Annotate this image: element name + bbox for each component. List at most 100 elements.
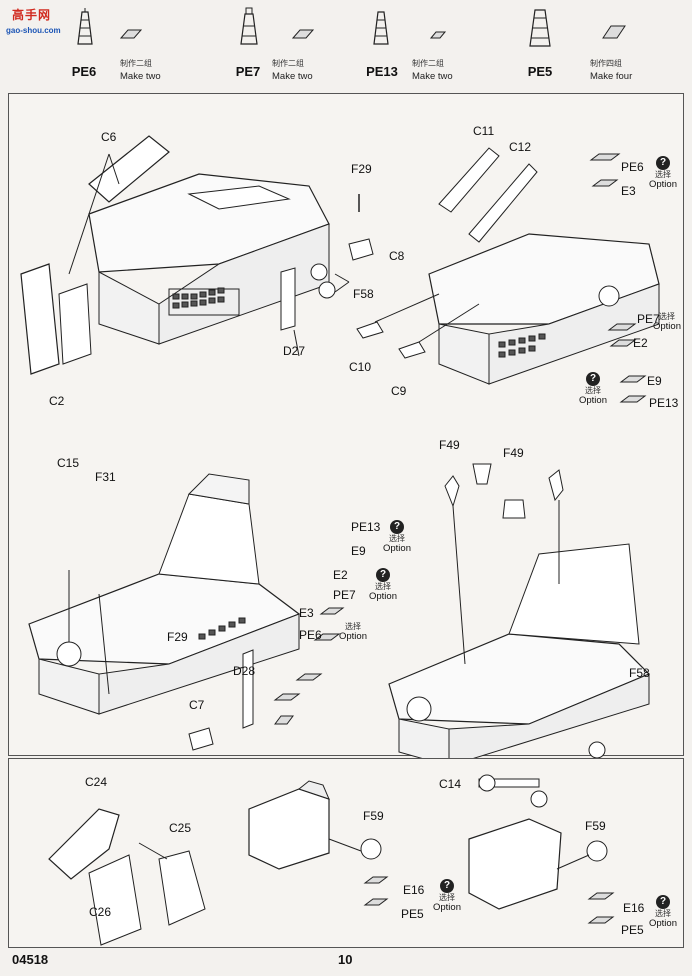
part-pe13: PE13	[362, 6, 482, 86]
option-callout-pe6-c: 选择 Option	[329, 622, 377, 642]
label-f58-d: F58	[629, 666, 650, 680]
option-en: Option	[649, 918, 677, 929]
label-c12: C12	[509, 140, 532, 154]
option-en: Option	[433, 902, 461, 913]
part-code: PE13	[366, 64, 398, 79]
part-code: PE7	[235, 64, 261, 79]
label-e3-b: E3	[621, 184, 636, 198]
option-en: Option	[383, 543, 411, 554]
part-en: Make four	[590, 71, 633, 82]
label-d28: D28	[233, 664, 256, 678]
pe6-tower-icon	[77, 8, 93, 45]
label-c8: C8	[389, 249, 405, 263]
option-cn: 选择	[389, 534, 405, 543]
question-icon: ?	[656, 156, 670, 170]
step-a-bridge-drawing	[20, 135, 374, 375]
label-c11: C11	[473, 124, 495, 138]
option-callout-pe7-b: 选择 Option	[643, 312, 691, 332]
label-f49-a: F49	[439, 438, 460, 452]
part-code: PE5	[527, 64, 553, 79]
option-cn: 选择	[659, 312, 675, 321]
label-e2-c: E2	[333, 568, 348, 582]
label-c15: C15	[57, 456, 80, 470]
step-b-bridge-drawing	[356, 147, 660, 403]
label-e3-c: E3	[299, 606, 314, 620]
label-c25: C25	[169, 821, 192, 835]
label-c10: C10	[349, 360, 372, 374]
option-cn: 选择	[655, 170, 671, 179]
label-pe13-c: PE13	[351, 520, 381, 534]
label-c6: C6	[101, 130, 117, 144]
part-pe13-instruction: 制作二组 Make two	[412, 6, 472, 86]
label-pe5-a: PE5	[401, 907, 424, 921]
label-e16-b: E16	[623, 901, 645, 915]
option-cn: 选择	[439, 893, 455, 902]
option-en: Option	[369, 591, 397, 602]
option-callout-pe6-b: ? 选择 Option	[639, 156, 687, 190]
pe13-plate-icon	[429, 31, 447, 39]
part-code: PE6	[71, 64, 97, 79]
label-pe13-b: PE13	[649, 396, 679, 410]
watermark-title: 高手网	[12, 8, 52, 22]
part-pe6-instruction: 制作二组 Make two	[119, 6, 180, 86]
pe6-plate-icon	[119, 29, 143, 39]
header-parts-row: PE6 制作二组 Make two PE7 制作二组 Make two PE13	[0, 0, 692, 90]
label-c2: C2	[49, 394, 65, 408]
label-d27: D27	[283, 344, 306, 358]
pe5-tower-icon	[529, 9, 551, 47]
label-f59-a: F59	[363, 809, 384, 823]
option-cn: 选择	[345, 622, 361, 631]
part-en: Make two	[412, 71, 453, 82]
label-f31: F31	[95, 470, 116, 484]
assembly-panel-main: C6 C2 F29 C8 F58 D27 C11 C12 PE6 E3	[8, 93, 687, 783]
part-pe7: PE7	[228, 6, 348, 86]
label-c9: C9	[391, 384, 407, 398]
question-icon: ?	[390, 520, 404, 534]
pe7-tower-icon	[240, 7, 258, 45]
label-pe5-b: PE5	[621, 923, 644, 937]
part-pe5: PE5	[518, 6, 638, 86]
part-en: Make two	[272, 71, 313, 82]
assembly-panel-bottom: C24 C25 C26 F59 E16 ? 选择 Option PE5 C14 …	[8, 758, 684, 948]
watermark-logo: 高手网 gao-shou.com	[4, 6, 70, 36]
part-cn: 制作二组	[120, 59, 152, 68]
label-f29-c: F29	[167, 630, 188, 644]
label-pe6-b: PE6	[621, 160, 644, 174]
label-c14: C14	[439, 777, 462, 791]
option-en: Option	[579, 395, 607, 406]
step-d-superstructure-drawing	[388, 463, 651, 783]
label-c7: C7	[189, 698, 205, 712]
label-f49-b: F49	[503, 446, 524, 460]
label-e16-a: E16	[403, 883, 425, 897]
option-en: Option	[339, 631, 367, 642]
part-cn: 制作二组	[412, 59, 444, 68]
option-callout-pe7-c: ? 选择 Option	[359, 568, 407, 602]
part-pe5-instruction: 制作四组 Make four	[590, 6, 670, 86]
part-pe6: PE6	[64, 6, 184, 86]
option-callout-e9-c: ? 选择 Option	[373, 520, 421, 554]
step-e-mast-drawing	[48, 774, 615, 946]
part-cn: 制作四组	[590, 59, 622, 68]
label-pe7-c: PE7	[333, 588, 356, 602]
part-en: Make two	[120, 71, 161, 82]
label-e9-b: E9	[647, 374, 662, 388]
label-f59-b: F59	[585, 819, 606, 833]
option-en: Option	[649, 179, 677, 190]
part-pe7-instruction: 制作二组 Make two	[272, 6, 332, 86]
label-c26: C26	[89, 905, 112, 919]
label-e2-b: E2	[633, 336, 648, 350]
question-icon: ?	[656, 895, 670, 909]
page-number: 10	[338, 952, 353, 967]
option-cn: 选择	[375, 582, 391, 591]
label-f58: F58	[353, 287, 374, 301]
label-c24: C24	[85, 775, 108, 789]
option-cn: 选择	[585, 386, 601, 395]
watermark-url: gao-shou.com	[6, 26, 61, 35]
part-cn: 制作二组	[272, 59, 304, 68]
pe7-plate-icon	[291, 29, 315, 39]
label-pe6-c: PE6	[299, 628, 322, 642]
option-callout-e16-a: ? 选择 Option	[423, 879, 471, 913]
pe5-plate-icon	[602, 25, 626, 39]
step-c-superstructure-drawing	[28, 473, 345, 751]
question-icon: ?	[376, 568, 390, 582]
